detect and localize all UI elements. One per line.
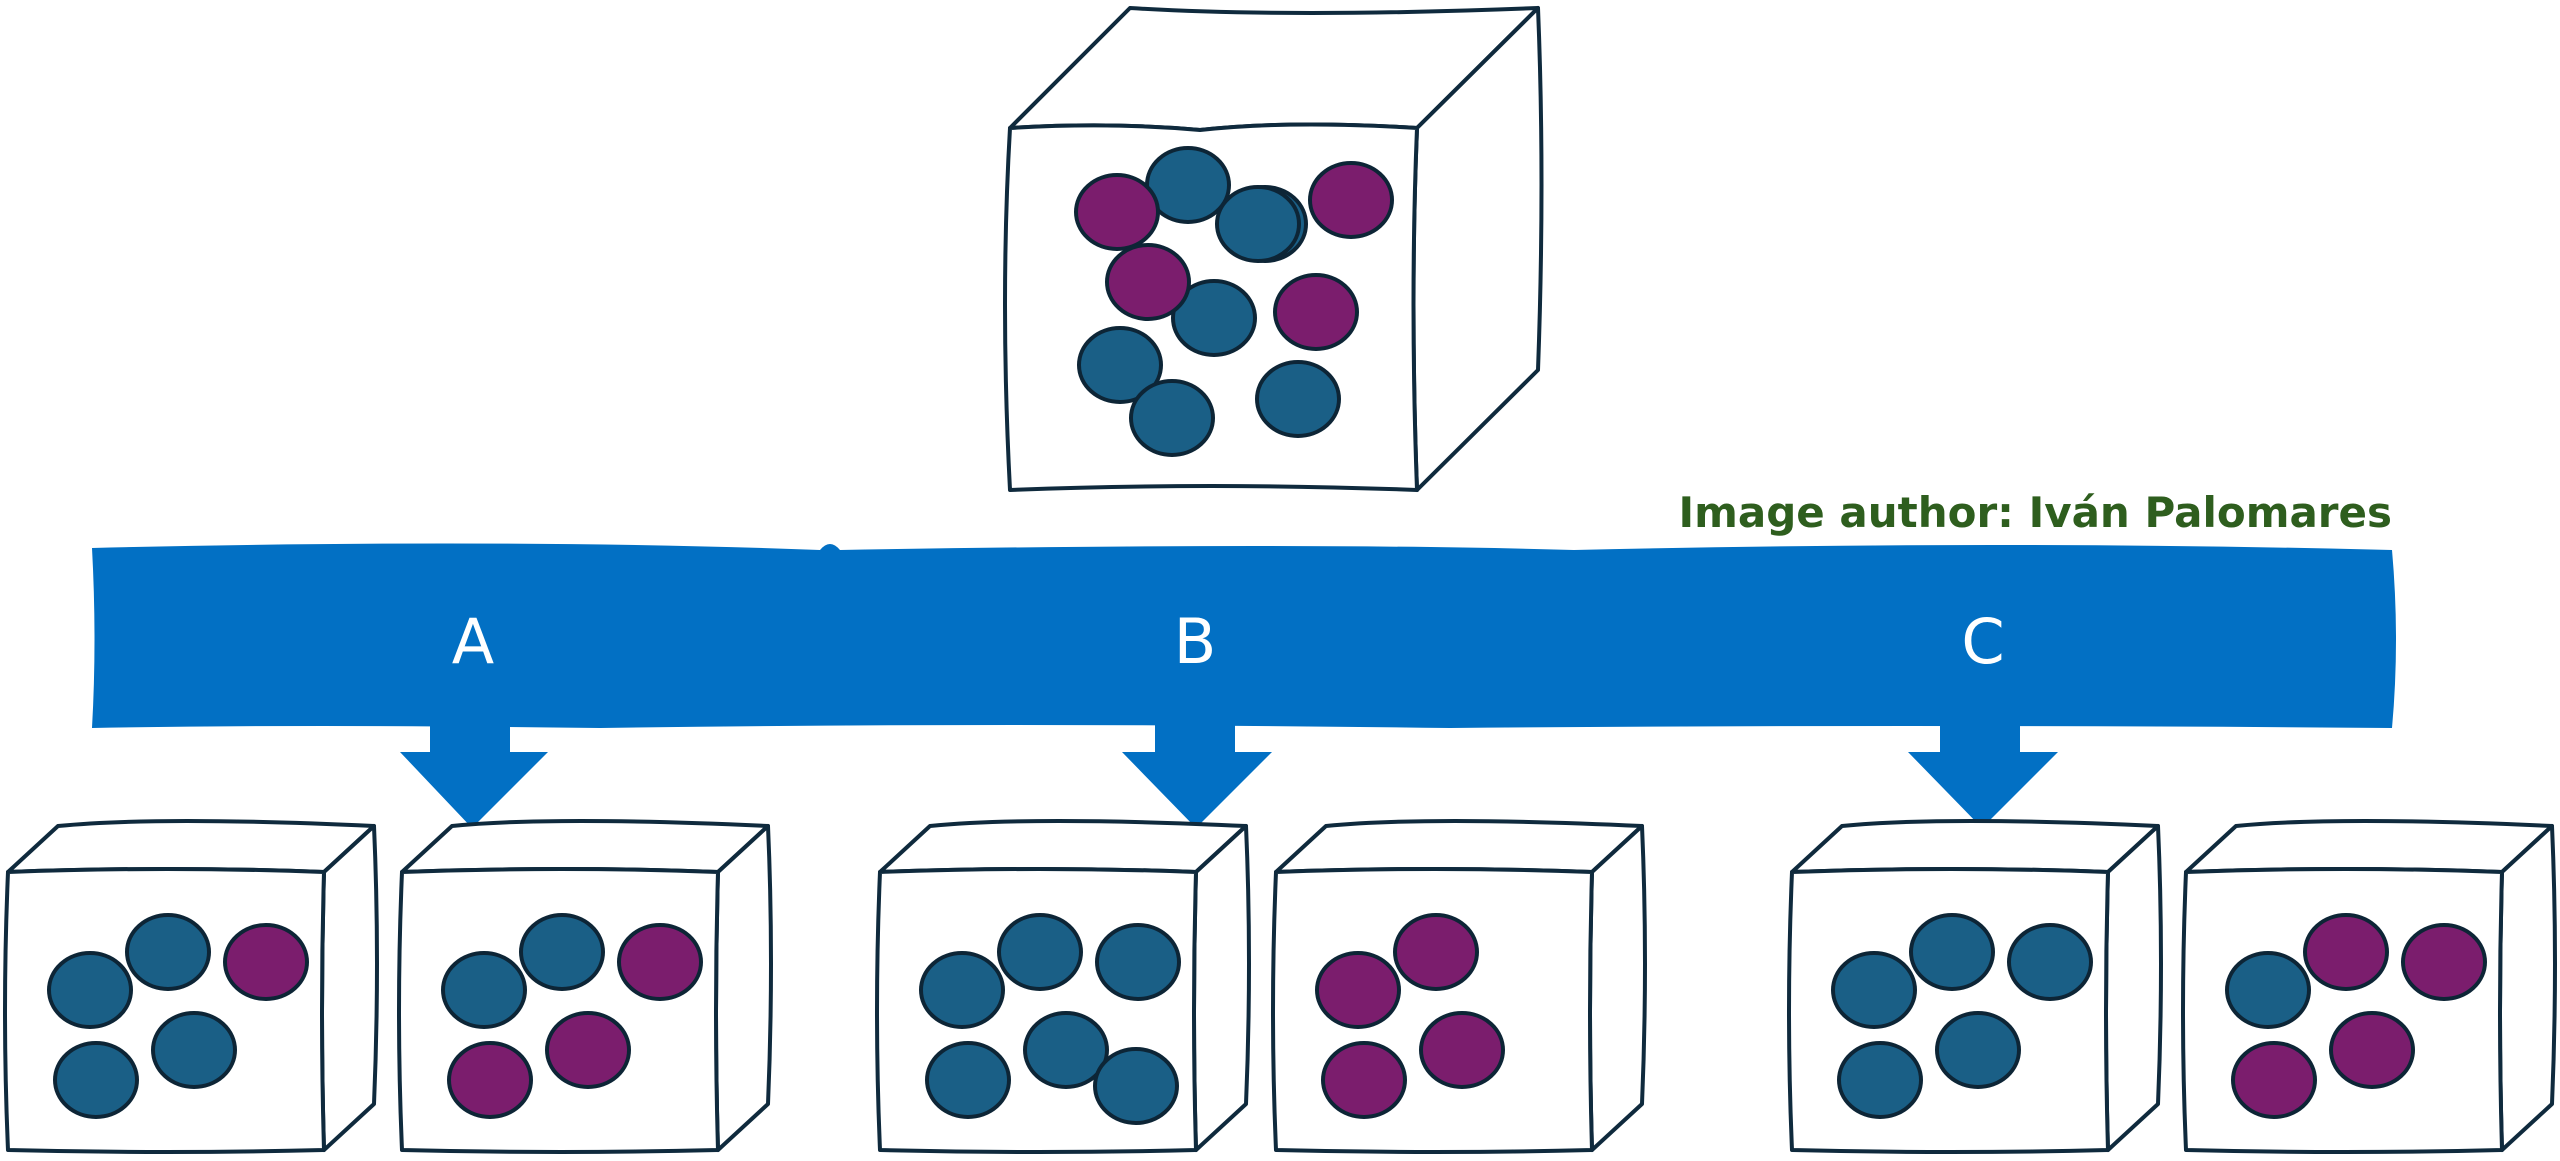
parent-box-balls bbox=[1074, 146, 1394, 457]
author-credit: Image author: Iván Palomares bbox=[1678, 488, 2392, 537]
child-box-b-right-purple-ball bbox=[1393, 913, 1479, 991]
parent-purple-ball bbox=[1105, 243, 1191, 321]
child-box-c-left-teal-ball bbox=[1909, 913, 1995, 991]
child-boxes bbox=[3, 819, 2557, 1154]
child-box-b-right bbox=[1271, 819, 1647, 1154]
child-box-c-left-teal-ball bbox=[1831, 951, 1917, 1029]
child-box-a-right-teal-ball bbox=[441, 951, 527, 1029]
split-label-a: A bbox=[452, 605, 494, 678]
child-box-b-right-top-face bbox=[1274, 819, 1644, 874]
child-box-a-left-front-face bbox=[3, 867, 326, 1154]
child-box-c-right-teal-ball bbox=[2225, 951, 2311, 1029]
child-box-c-right-purple-ball bbox=[2303, 913, 2389, 991]
parent-purple-ball bbox=[1308, 161, 1394, 239]
child-box-b-left-teal-ball bbox=[1095, 923, 1181, 1001]
child-box-a-right-purple-ball bbox=[545, 1011, 631, 1089]
child-box-a-left-top-face bbox=[6, 819, 376, 874]
parent-teal-ball bbox=[1129, 379, 1215, 457]
child-box-c-left-front-face bbox=[1787, 867, 2110, 1154]
split-arrows bbox=[400, 720, 2058, 828]
child-box-c-right-purple-ball bbox=[2401, 923, 2487, 1001]
child-box-a-left-teal-ball bbox=[47, 951, 133, 1029]
child-box-b-left-teal-ball bbox=[919, 951, 1005, 1029]
child-box-c-left-teal-ball bbox=[1935, 1011, 2021, 1089]
child-box-a-left-teal-ball bbox=[53, 1041, 139, 1119]
parent-teal-ball bbox=[1255, 360, 1341, 438]
child-box-c-right-front-face bbox=[2181, 867, 2504, 1154]
parent-teal-ball bbox=[1077, 326, 1163, 404]
split-arrow-c bbox=[1908, 720, 2058, 828]
child-box-b-left-top-face bbox=[878, 819, 1248, 874]
child-box-b-right-purple-ball bbox=[1419, 1011, 1505, 1089]
child-box-b-right-front-face bbox=[1271, 867, 1594, 1154]
child-box-a-right bbox=[397, 819, 773, 1154]
child-box-b-right-purple-ball bbox=[1315, 951, 1401, 1029]
child-box-c-right-purple-ball bbox=[2329, 1011, 2415, 1089]
child-box-c-left-teal-ball bbox=[1837, 1041, 1923, 1119]
child-box-c-right-side-face bbox=[2498, 824, 2557, 1152]
child-box-c-left-top-face bbox=[1790, 819, 2160, 874]
child-box-a-right-teal-ball bbox=[519, 913, 605, 991]
child-box-a-left-side-face bbox=[320, 824, 379, 1152]
parent-purple-ball bbox=[1273, 273, 1359, 351]
child-box-c-left-side-face bbox=[2104, 824, 2163, 1152]
parent-purple-ball bbox=[1074, 173, 1160, 251]
child-box-a-right-front-face bbox=[397, 867, 720, 1154]
child-box-a-left-purple-ball bbox=[223, 923, 309, 1001]
child-box-b-left-teal-ball bbox=[997, 913, 1083, 991]
child-box-b-right-purple-ball bbox=[1321, 1041, 1407, 1119]
split-band-bar bbox=[92, 543, 2396, 728]
split-band bbox=[92, 543, 2396, 728]
child-box-a-right-purple-ball bbox=[617, 923, 703, 1001]
child-box-b-left-teal-ball bbox=[925, 1041, 1011, 1119]
child-box-b-right-side-face bbox=[1588, 824, 1647, 1152]
child-box-b-left-teal-ball bbox=[1093, 1047, 1179, 1125]
split-label-b: B bbox=[1174, 605, 1217, 678]
child-box-b-left-teal-ball bbox=[1023, 1011, 1109, 1089]
child-box-c-left bbox=[1787, 819, 2163, 1154]
child-box-b-left-side-face bbox=[1192, 824, 1251, 1152]
child-box-a-right-top-face bbox=[400, 819, 770, 874]
parent-teal-ball bbox=[1215, 185, 1301, 263]
child-box-a-right-side-face bbox=[714, 824, 773, 1152]
child-box-b-left bbox=[875, 819, 1251, 1154]
child-box-a-left-teal-ball bbox=[151, 1011, 237, 1089]
parent-teal-ball bbox=[1171, 279, 1257, 357]
child-box-a-left bbox=[3, 819, 379, 1154]
child-box-a-left-teal-ball bbox=[125, 913, 211, 991]
split-label-c: C bbox=[1961, 605, 2004, 678]
split-arrow-b bbox=[1122, 720, 1272, 828]
child-box-a-right-purple-ball bbox=[447, 1041, 533, 1119]
child-box-c-right-top-face bbox=[2184, 819, 2554, 874]
child-box-c-right bbox=[2181, 819, 2557, 1154]
split-arrow-a bbox=[400, 720, 548, 828]
parent-box bbox=[1003, 6, 1544, 492]
child-box-c-right-purple-ball bbox=[2231, 1041, 2317, 1119]
child-box-c-left-teal-ball bbox=[2007, 923, 2093, 1001]
